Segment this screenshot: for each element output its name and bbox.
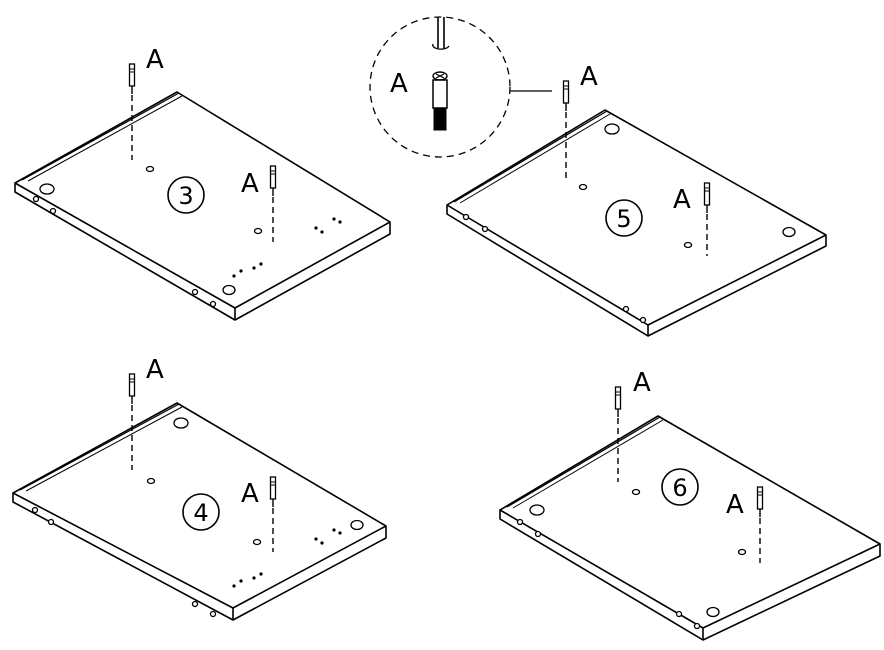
panel-6: A A 6 <box>499 368 881 641</box>
step-badge <box>182 493 220 531</box>
board-holes <box>31 417 364 618</box>
panel-4: A A 4 <box>12 355 387 621</box>
board-holes <box>516 488 747 630</box>
dowel-pin <box>128 373 136 470</box>
cam-dots <box>232 528 342 588</box>
part-label: A <box>241 479 259 509</box>
part-label: A <box>580 62 598 92</box>
dowel-pin <box>614 386 622 482</box>
part-label: A <box>146 45 164 75</box>
dowel-pin <box>269 476 277 552</box>
part-label: A <box>146 355 164 385</box>
step-number: 6 <box>672 474 687 502</box>
dowel-pin <box>756 486 764 563</box>
dowel-pin <box>269 165 277 242</box>
step-badge <box>167 176 205 214</box>
step-number: 3 <box>178 182 193 210</box>
board <box>499 415 881 641</box>
dowel-pin <box>562 80 570 178</box>
dowel-pin <box>128 63 136 160</box>
step-badge <box>661 468 699 506</box>
board-holes <box>32 165 263 308</box>
panel-5: A A A 5 <box>369 16 827 337</box>
dowel-pin <box>703 182 711 256</box>
board <box>14 91 391 321</box>
detail-callout: A <box>369 16 552 158</box>
part-label: A <box>726 490 744 520</box>
step-number: 4 <box>193 499 208 527</box>
panel-3: A A 3 <box>14 45 391 321</box>
step-number: 5 <box>616 205 631 233</box>
board-holes <box>462 123 796 324</box>
step-badge <box>605 199 643 237</box>
part-label: A <box>390 69 408 99</box>
cam-dots <box>232 217 342 278</box>
part-label: A <box>633 368 651 398</box>
part-label: A <box>241 169 259 199</box>
part-label: A <box>673 185 691 215</box>
